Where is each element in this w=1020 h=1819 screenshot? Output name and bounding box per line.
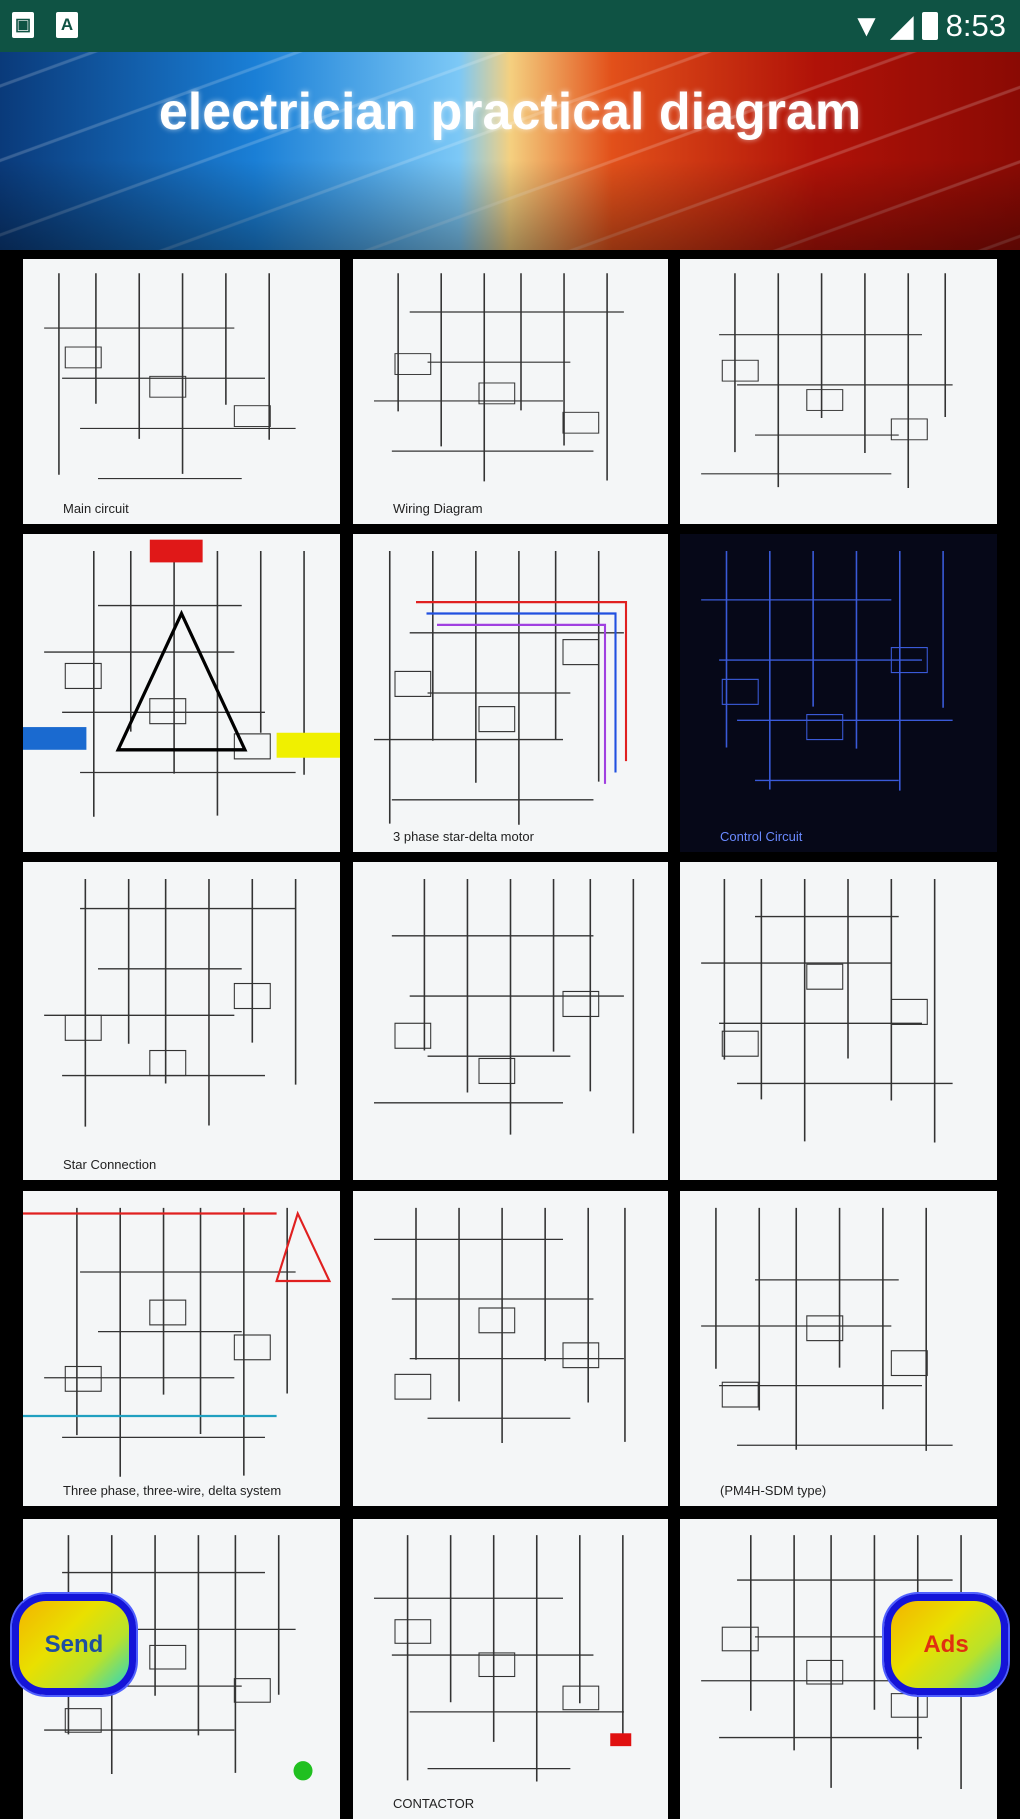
diagram-thumbnail[interactable]: [680, 259, 997, 524]
app-header-banner: electrician practical diagram: [0, 52, 1020, 250]
circuit-diagram: [44, 273, 296, 480]
diagram-thumbnail[interactable]: CONTACTOR: [353, 1519, 668, 1819]
circuit-diagram: [374, 1535, 632, 1782]
ads-button[interactable]: Ads: [884, 1594, 1008, 1695]
circuit-diagram: [374, 551, 628, 825]
diagram-caption: (PM4H-SDM type): [720, 1483, 827, 1498]
send-button[interactable]: Send: [12, 1594, 136, 1695]
diagram-caption: Main circuit: [63, 501, 129, 516]
circuit-diagram: [44, 879, 297, 1127]
diagram-caption: Three phase, three-wire, delta system: [63, 1483, 282, 1498]
diagram-thumbnail[interactable]: Star Connection: [23, 862, 340, 1180]
app-title: electrician practical diagram: [158, 83, 862, 141]
diagram-thumbnail[interactable]: 3 phase star-delta motor: [353, 534, 668, 852]
diagram-thumbnail[interactable]: (PM4H-SDM type): [680, 1191, 997, 1506]
diagram-thumbnail[interactable]: [23, 534, 340, 852]
diagram-thumbnail[interactable]: Control Circuit: [680, 534, 997, 852]
diagram-caption: Wiring Diagram: [393, 501, 483, 516]
circuit-diagram: [374, 1207, 626, 1443]
circuit-diagram: [23, 539, 340, 817]
diagram-caption: CONTACTOR: [393, 1796, 475, 1811]
clock: 8:53: [945, 8, 1006, 43]
circuit-diagram: [701, 273, 953, 489]
diagram-thumbnail[interactable]: Main circuit: [23, 259, 340, 524]
diagram-thumbnail[interactable]: Wiring Diagram: [353, 259, 668, 524]
circuit-diagram: [23, 1207, 332, 1477]
battery-charging-icon: [921, 12, 938, 40]
ads-label: Ads: [923, 1630, 969, 1658]
signal-icon: ◢: [889, 8, 914, 43]
circuit-diagram: [701, 879, 953, 1143]
status-bar: ▣ A ▼ ◢ 8:53: [0, 0, 1020, 52]
circuit-diagram: [44, 1535, 313, 1781]
image-icon: ▣: [12, 12, 34, 38]
circuit-diagram: [374, 273, 624, 482]
a-notification-icon: A: [56, 12, 78, 38]
diagram-caption: Star Connection: [63, 1157, 157, 1172]
wifi-icon: ▼: [851, 8, 882, 43]
circuit-diagram: [701, 551, 953, 791]
diagram-thumbnail[interactable]: [353, 862, 668, 1180]
diagram-thumbnail[interactable]: [680, 862, 997, 1180]
diagram-caption: 3 phase star-delta motor: [393, 829, 534, 844]
send-label: Send: [44, 1630, 104, 1658]
diagram-thumbnail[interactable]: Three phase, three-wire, delta system: [23, 1191, 340, 1506]
diagram-caption: Control Circuit: [720, 829, 803, 844]
circuit-diagram: [701, 1207, 953, 1451]
circuit-diagram: [374, 879, 635, 1135]
diagram-thumbnail[interactable]: [353, 1191, 668, 1506]
